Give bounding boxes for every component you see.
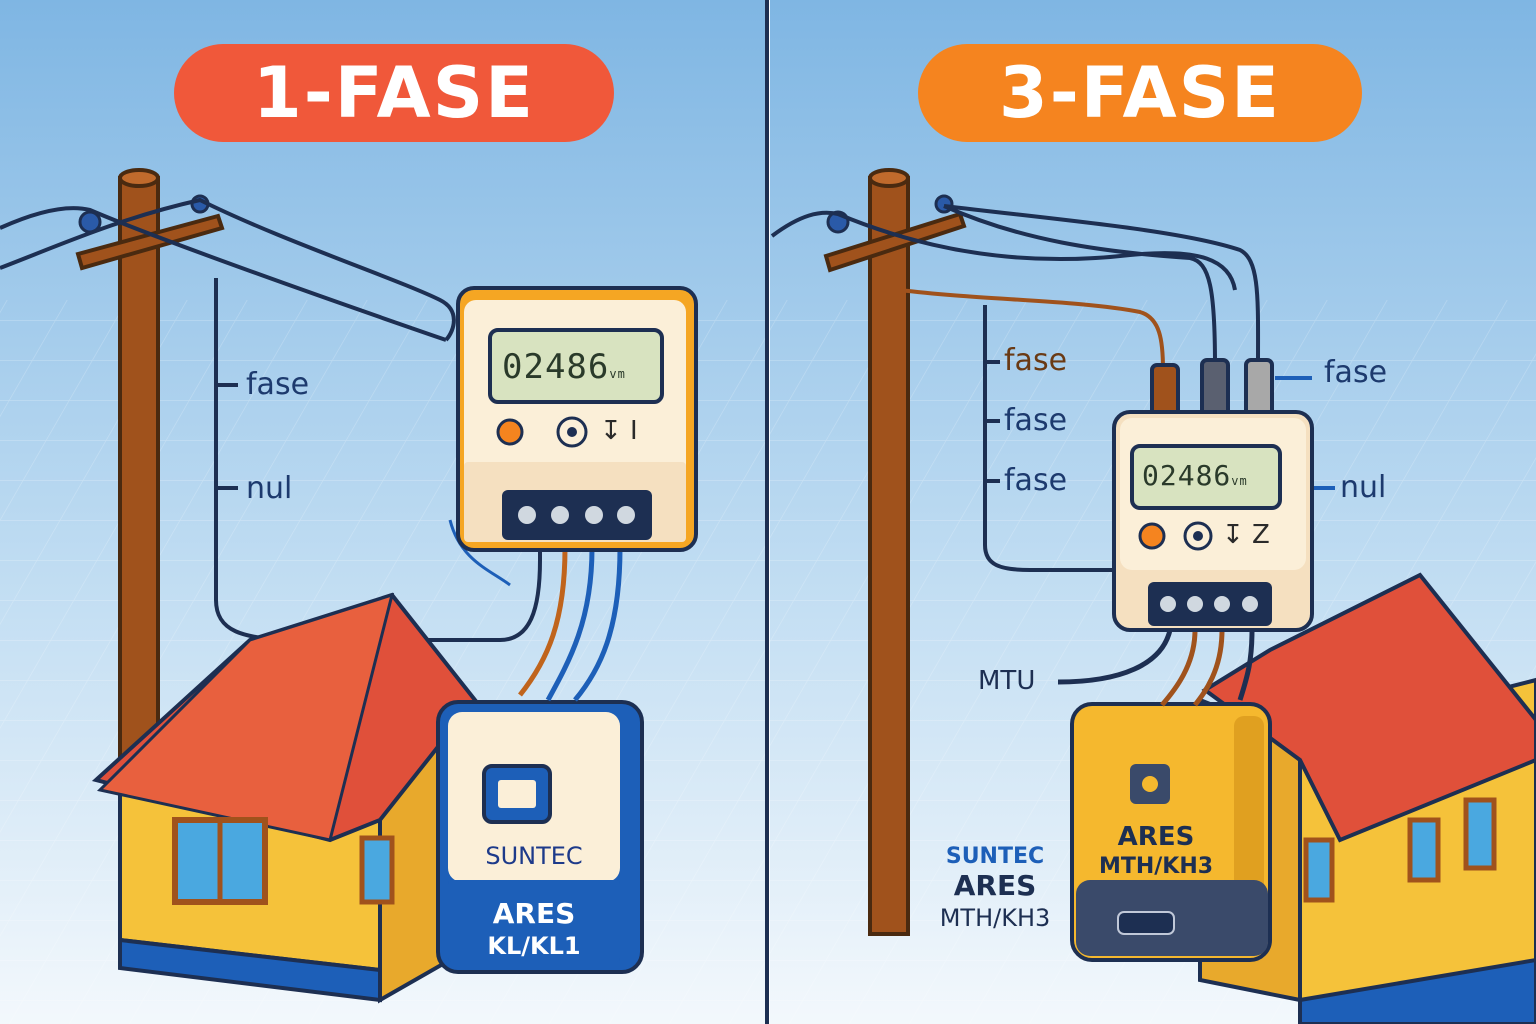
title-pill-1-fase: 1-FASE — [174, 44, 614, 142]
label-nul-left: nul — [246, 471, 293, 506]
meter-symbols-left: ↧ I — [600, 416, 638, 446]
neutral-tail-left — [448, 519, 511, 587]
device-box-left — [436, 700, 644, 974]
meter-display-left: 02486vm — [502, 350, 626, 384]
panel-divider — [765, 0, 769, 1024]
label-fase-right-3: fase — [1004, 463, 1068, 498]
label-fase-right-2: fase — [1004, 403, 1068, 438]
device-variant-left: KL/KL1 — [487, 932, 581, 960]
house-left — [91, 592, 478, 1004]
caption-variant-right: MTH/KH3 — [939, 904, 1051, 932]
title-pill-3-fase: 3-FASE — [918, 44, 1362, 142]
meter-unit-right: vm — [1231, 474, 1248, 488]
meter-to-device-wires-left — [518, 547, 623, 702]
overhead-wires-right — [770, 204, 1261, 371]
energy-meter-left — [456, 286, 698, 552]
label-fase-right-top: fase — [1324, 355, 1388, 390]
device-variant-right: MTH/KH3 — [1098, 854, 1214, 879]
energy-meter-right — [1112, 410, 1314, 632]
label-ticks-right — [985, 360, 1000, 483]
utility-pole-right — [823, 168, 967, 936]
house-right — [1198, 572, 1536, 1024]
feed-wire-right — [983, 305, 1118, 572]
meter-unit-left: vm — [609, 367, 626, 381]
device-model-right: ARES — [1117, 822, 1195, 852]
meter-display-right: 02486vm — [1142, 462, 1248, 490]
caption-brand-right: SUNTEC — [945, 844, 1045, 869]
meter-symbols-right: ↧ Z — [1222, 520, 1270, 550]
caption-model-right: ARES — [953, 869, 1037, 902]
meter-to-device-wires-right — [1057, 629, 1255, 707]
label-ticks-left — [216, 383, 238, 490]
meter-reading-left: 02486 — [502, 347, 610, 387]
overhead-wires-left — [0, 197, 456, 342]
title-3-fase: 3-FASE — [999, 52, 1281, 134]
device-brand-left: SUNTEC — [485, 842, 583, 870]
device-box-right — [1070, 702, 1272, 962]
label-mtu: MTU — [978, 666, 1036, 696]
device-model-left: ARES — [492, 897, 576, 930]
title-1-fase: 1-FASE — [253, 52, 535, 134]
label-nul-right: nul — [1340, 470, 1387, 505]
label-fase-right-1: fase — [1004, 343, 1068, 378]
label-fase-left: fase — [246, 367, 310, 402]
meter-reading-right: 02486 — [1142, 459, 1232, 492]
